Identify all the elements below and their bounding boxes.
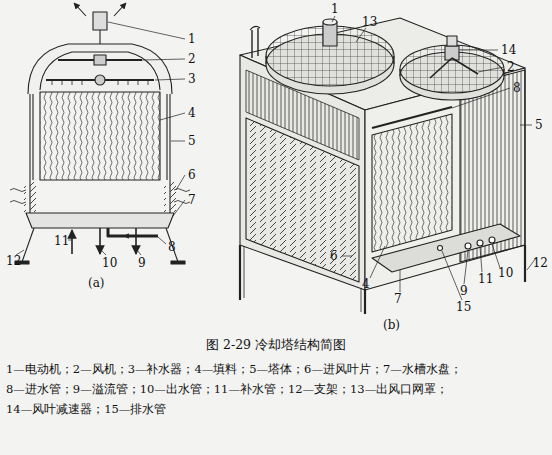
parts-key: 8—进水管；9—溢流管；10—出水管；11—补水管；12—支架；13—出风口网罩… — [6, 382, 448, 396]
callout-number: 10 — [498, 266, 513, 280]
callout-number: 3 — [188, 72, 196, 86]
callout-number: 4 — [188, 106, 196, 120]
callout-number: 9 — [460, 284, 468, 298]
callout-number: 5 — [188, 134, 196, 148]
callout-number: 8 — [168, 240, 176, 254]
callout-number: 2 — [507, 60, 515, 74]
callout-number: 4 — [362, 277, 370, 291]
figure-label: (b) — [383, 318, 400, 332]
parts-key: 14—风叶减速器；15—排水管 — [6, 402, 166, 416]
callout-number: 12 — [533, 256, 548, 270]
callout-number: 1 — [188, 32, 196, 46]
callout-number: 11 — [478, 272, 493, 286]
callout-number: 6 — [330, 249, 338, 263]
callout-number: 6 — [188, 168, 196, 182]
parts-key: 1—电动机；2—风机；3—补水器；4—填料；5—塔体；6—进风叶片；7—水槽水盘… — [6, 362, 462, 376]
callout-number: 12 — [6, 254, 21, 268]
callout-number: 7 — [394, 292, 402, 306]
callout-number: 13 — [362, 15, 377, 29]
tower-b — [240, 16, 536, 314]
callout-number: 8 — [513, 81, 521, 95]
callout-number: 9 — [138, 256, 146, 270]
callout-number: 1 — [331, 2, 339, 16]
figure-label: (a) — [88, 276, 105, 290]
figure-caption: 图 2-29 冷却塔结构简图 — [206, 338, 346, 352]
callout-number: 5 — [535, 118, 543, 132]
callout-number: 14 — [501, 43, 516, 57]
callout-number: 11 — [54, 234, 69, 248]
callout-number: 7 — [188, 193, 196, 207]
tower-a — [10, 3, 190, 264]
callout-number: 10 — [102, 256, 117, 270]
callout-number: 2 — [188, 52, 196, 66]
callout-number: 15 — [456, 300, 471, 314]
